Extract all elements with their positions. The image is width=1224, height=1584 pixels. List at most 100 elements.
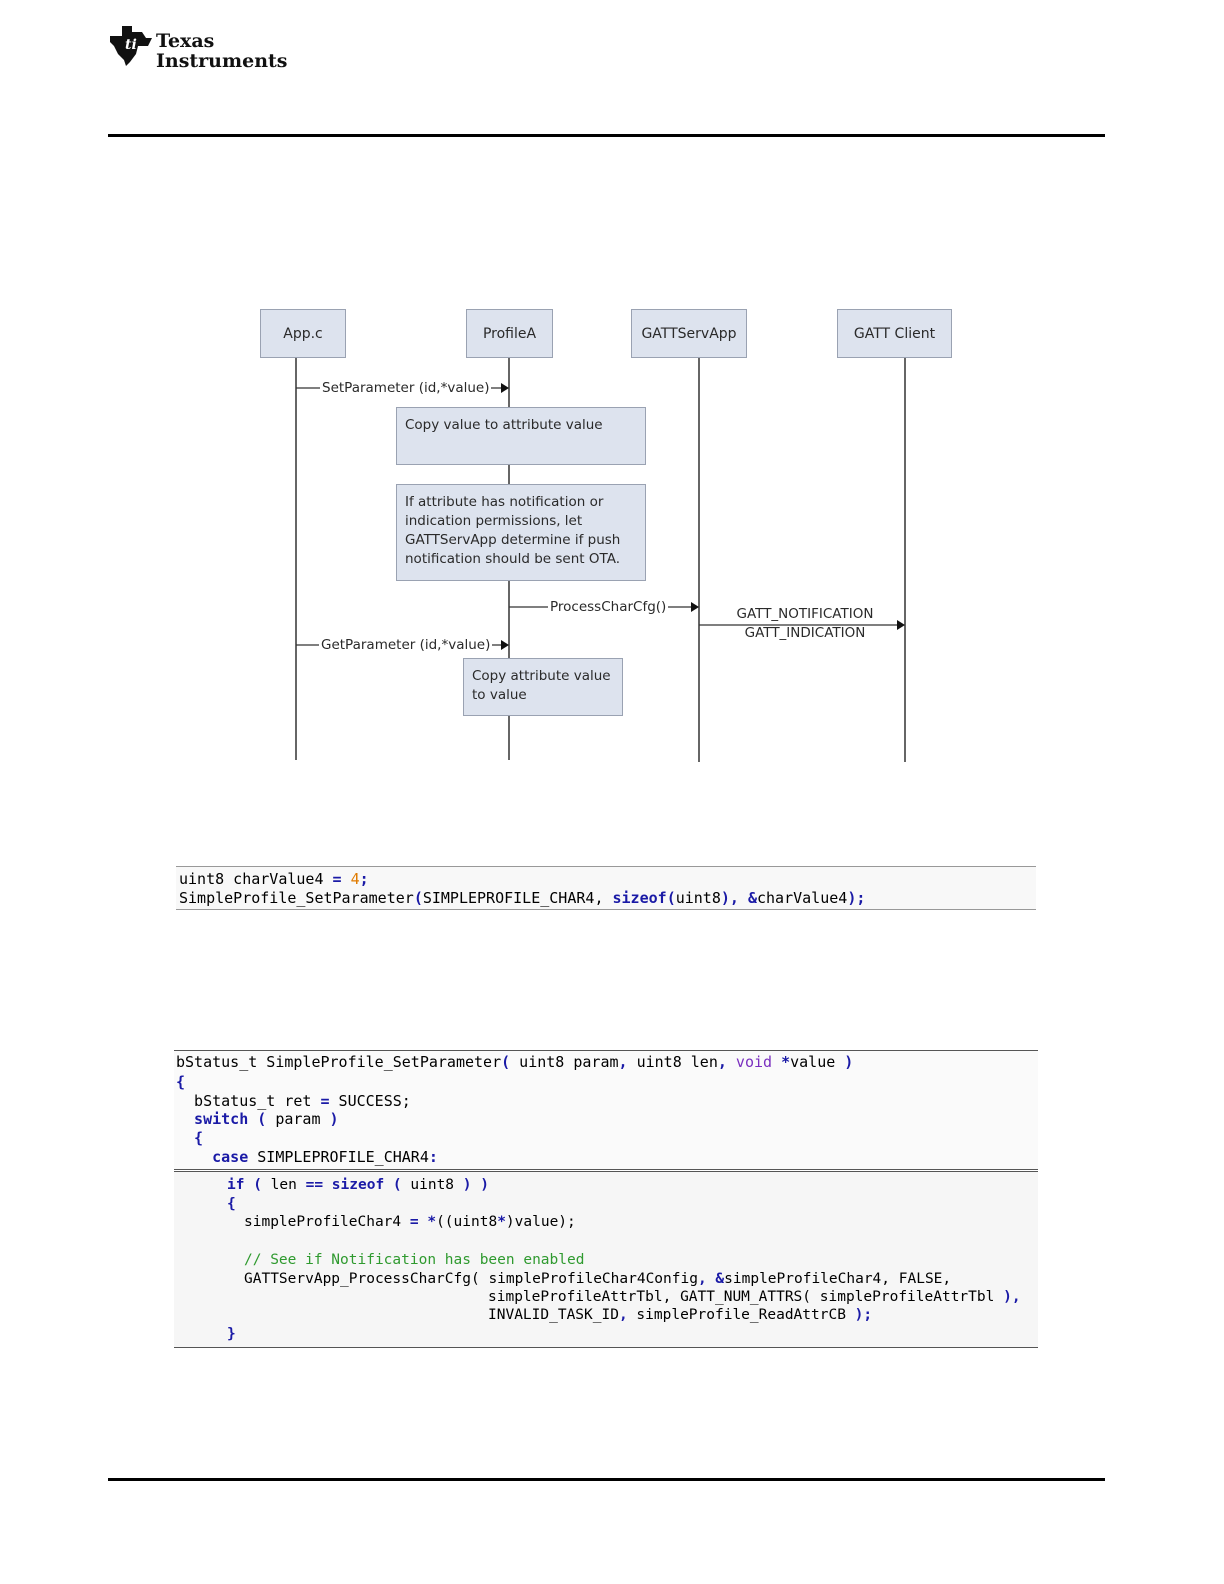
message-getparameter: GetParameter (id,*value)	[319, 637, 493, 653]
message-gatt-indication: GATT_INDICATION	[744, 625, 866, 641]
entity-app-c: App.c	[260, 309, 346, 358]
code-token: ),	[994, 1289, 1021, 1305]
code-token: SimpleProfile_SetParameter	[179, 889, 414, 907]
code-token: , GATT_NUM_ATTRS(	[662, 1289, 820, 1305]
code-token: *	[427, 1214, 437, 1230]
code-line: INVALID_TASK_ID, simpleProfile_ReadAttrC…	[488, 1306, 872, 1325]
logo-word-instruments: Instruments	[156, 50, 288, 72]
code-block-set-parameter-definition: bStatus_t SimpleProfile_SetParameter( ui…	[174, 1050, 1038, 1170]
code-line: bStatus_t ret = SUCCESS;	[176, 1092, 411, 1111]
code-token: simpleProfile_ReadAttrCB	[636, 1307, 846, 1323]
code-token: 4	[350, 870, 360, 888]
ti-logo: ti Texas Instruments	[108, 24, 308, 74]
code-token: simpleProfileChar4	[244, 1214, 410, 1230]
code-token: bStatus_t SimpleProfile_SetParameter	[176, 1053, 502, 1071]
code-token: if	[227, 1177, 245, 1193]
code-token: void	[735, 1053, 773, 1071]
code-line: bStatus_t SimpleProfile_SetParameter( ui…	[176, 1053, 853, 1072]
entity-profilea: ProfileA	[466, 309, 553, 358]
code-line: GATTServApp_ProcessCharCfg( simpleProfil…	[244, 1270, 951, 1289]
code-block-process-char-cfg: if ( len == sizeof ( uint8 ) ) { simpleP…	[174, 1171, 1038, 1348]
code-token: simpleProfileAttrTbl	[488, 1289, 663, 1305]
code-token: SUCCESS;	[329, 1092, 411, 1110]
code-comment: // See if Notification has been enabled	[244, 1252, 585, 1268]
note-copy-value: Copy value to attribute value	[396, 407, 646, 465]
code-token: ,	[618, 1053, 637, 1071]
code-token: param	[275, 1110, 330, 1128]
message-setparameter: SetParameter (id,*value)	[320, 380, 492, 396]
code-block-set-parameter-call: uint8 charValue4 = 4; SimpleProfile_SetP…	[176, 866, 1036, 910]
code-token: ((uint8	[436, 1214, 498, 1230]
code-token: )value);	[505, 1214, 576, 1230]
code-token: ,	[594, 889, 613, 907]
code-token: );	[847, 889, 866, 907]
code-token: (	[413, 889, 423, 907]
code-line: case SIMPLEPROFILE_CHAR4:	[176, 1148, 438, 1167]
code-line: simpleProfileChar4 = *((uint8*)value);	[244, 1213, 576, 1232]
code-token: =	[332, 870, 342, 888]
code-line: SimpleProfile_SetParameter(SIMPLEPROFILE…	[179, 889, 865, 908]
code-token: SIMPLEPROFILE_CHAR4	[422, 889, 595, 907]
entity-gattservapp: GATTServApp	[631, 309, 747, 358]
code-token: =	[320, 1092, 330, 1110]
code-line: switch ( param )	[176, 1110, 339, 1129]
message-gatt-notification: GATT_NOTIFICATION	[736, 606, 874, 622]
code-token: uint8	[410, 1177, 463, 1193]
code-token	[323, 1177, 332, 1193]
code-token: uint8	[675, 889, 721, 907]
code-token: value	[790, 1053, 845, 1071]
code-token: simpleProfileChar4	[724, 1271, 882, 1287]
header-rule	[108, 134, 1105, 137]
footer-rule	[108, 1478, 1105, 1481]
code-token: , FALSE,	[881, 1271, 952, 1287]
code-line: simpleProfileAttrTbl, GATT_NUM_ATTRS( si…	[488, 1288, 1021, 1307]
code-token: (	[248, 1110, 276, 1128]
code-token: switch	[176, 1110, 249, 1128]
code-token: )	[844, 1053, 854, 1071]
code-token: uint8 charValue4	[179, 870, 333, 888]
code-token: ,	[618, 1307, 637, 1323]
code-token: sizeof	[331, 1177, 385, 1193]
code-token: (	[244, 1177, 271, 1193]
message-processcharcfg: ProcessCharCfg()	[548, 599, 669, 615]
code-token: INVALID_TASK_ID	[488, 1307, 619, 1323]
code-line: {	[176, 1129, 204, 1147]
code-token: GATTServApp_ProcessCharCfg(	[244, 1271, 489, 1287]
code-token	[772, 1053, 781, 1071]
ti-logo-icon: ti	[110, 26, 152, 66]
entity-gatt-client: GATT Client	[837, 309, 952, 358]
code-token: len	[270, 1177, 306, 1193]
code-token: (	[501, 1053, 520, 1071]
code-token: charValue4	[757, 889, 848, 907]
code-token: ) )	[462, 1177, 489, 1193]
code-line: uint8 charValue4 = 4;	[179, 870, 369, 889]
code-token: ,	[717, 1053, 736, 1071]
svg-text:ti: ti	[125, 37, 137, 53]
code-line: }	[227, 1326, 236, 1342]
code-token: uint8 len	[636, 1053, 718, 1071]
code-token: *	[497, 1214, 506, 1230]
code-token: (	[666, 889, 676, 907]
code-token: case	[176, 1148, 249, 1166]
arrowhead-setparameter	[501, 383, 509, 393]
code-token: sizeof	[612, 889, 667, 907]
code-token: (	[384, 1177, 411, 1193]
sequence-diagram: App.c ProfileA GATTServApp GATT Client S…	[250, 300, 970, 770]
code-token: , &	[697, 1271, 725, 1287]
code-token: );	[845, 1307, 873, 1323]
code-token: ;	[359, 870, 369, 888]
code-token: ), &	[720, 889, 757, 907]
code-token: uint8 param	[519, 1053, 619, 1071]
arrowhead-getparameter	[501, 640, 509, 650]
arrowhead-processcharcfg	[691, 602, 699, 612]
code-token: *	[781, 1053, 791, 1071]
note-copy-attribute: Copy attribute value to value	[463, 658, 623, 716]
code-token: :	[428, 1148, 438, 1166]
code-token: SIMPLEPROFILE_CHAR4	[248, 1148, 429, 1166]
code-token: simpleProfileChar4Config	[488, 1271, 698, 1287]
arrowhead-gatt-notification	[897, 620, 905, 630]
code-line: {	[176, 1073, 186, 1091]
code-line: if ( len == sizeof ( uint8 ) )	[227, 1176, 489, 1195]
code-token: bStatus_t ret	[176, 1092, 321, 1110]
code-line: {	[227, 1196, 236, 1212]
